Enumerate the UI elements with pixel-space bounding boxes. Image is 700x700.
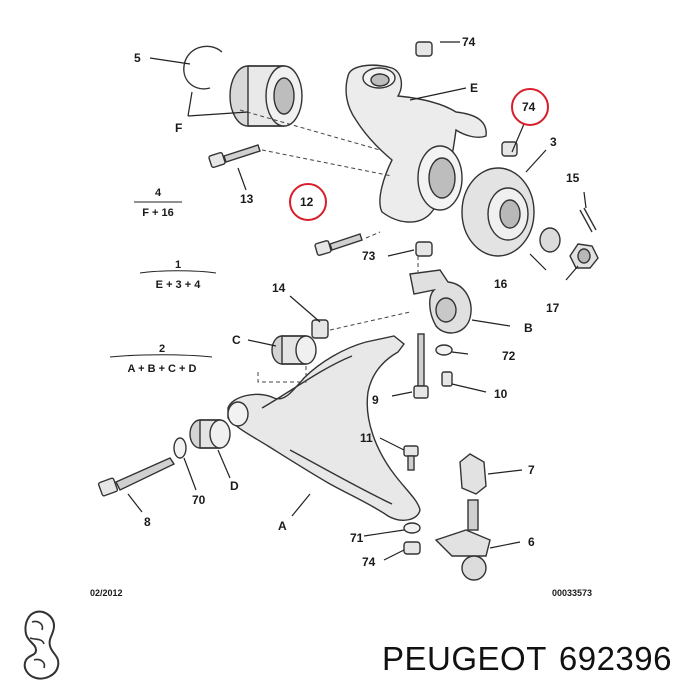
fraction-bottom: A + B + C + D — [128, 363, 197, 375]
callout-74-circled: 74 — [522, 100, 536, 114]
bolt-10-part — [441, 371, 453, 387]
callout-74-bottom: 74 — [362, 555, 376, 569]
callout-A: A — [278, 519, 287, 533]
bolt-12-part — [314, 233, 363, 256]
callout-16: 16 — [494, 277, 508, 291]
callout-C: C — [232, 333, 241, 347]
callout-F: F — [175, 121, 182, 135]
fraction-top: 2 — [159, 343, 165, 355]
assembly-group-1: 1 E + 3 + 4 — [139, 259, 217, 291]
fraction-bottom: E + 3 + 4 — [156, 279, 202, 291]
brand-part-number: PEUGEOT 692396 — [382, 640, 684, 678]
bolt-13-part — [208, 144, 261, 169]
steering-knuckle-part — [345, 64, 487, 223]
leader-lines — [127, 41, 587, 561]
parts-layer — [97, 41, 599, 581]
assembly-group-4: 4 F + 16 — [134, 187, 182, 219]
lower-control-arm-part — [227, 335, 421, 521]
callout-73: 73 — [362, 249, 376, 263]
bolt-8-part — [97, 457, 176, 497]
assembly-lines — [239, 109, 419, 383]
part-number: 692396 — [558, 640, 672, 677]
diagram-reference: 00033573 — [552, 588, 592, 598]
diagram-date: 02/2012 — [90, 588, 123, 598]
brand-name: PEUGEOT — [382, 640, 547, 677]
callout-17: 17 — [546, 301, 560, 315]
peugeot-lion-logo — [23, 610, 60, 680]
nut-73-part — [415, 241, 433, 257]
hub-nut-17-part — [569, 243, 599, 269]
callout-D: D — [230, 479, 239, 493]
callout-15: 15 — [566, 171, 580, 185]
callout-13: 13 — [240, 192, 254, 206]
bolt-9-part — [413, 333, 429, 399]
ball-joint-6-part — [434, 499, 491, 581]
callout-74: 74 — [462, 35, 476, 49]
cotter-pin-15-part — [579, 207, 597, 233]
washer-71-part — [403, 522, 421, 534]
washer-72-part — [435, 344, 453, 356]
highlight-ring-12 — [289, 183, 327, 221]
callout-11: 11 — [360, 431, 373, 445]
clamp-7-part — [459, 453, 487, 495]
callout-6: 6 — [528, 535, 535, 549]
fraction-bottom: F + 16 — [142, 207, 174, 219]
callout-70: 70 — [192, 493, 206, 507]
bush-14-part — [311, 319, 329, 339]
callout-8: 8 — [144, 515, 151, 529]
highlight-ring-74 — [511, 88, 549, 126]
callout-labels: 5 74 E 74 F 3 13 15 12 73 16 17 14 B C 7… — [134, 35, 580, 569]
callout-72: 72 — [502, 349, 516, 363]
callout-9: 9 — [372, 393, 379, 407]
circlip-part — [183, 45, 223, 90]
callout-E: E — [470, 81, 478, 95]
callout-7: 7 — [528, 463, 535, 477]
front-bush-d-part — [189, 419, 231, 449]
callout-10: 10 — [494, 387, 508, 401]
bolt-11-part — [403, 445, 419, 471]
wheel-bearing-part — [229, 65, 303, 127]
callout-3: 3 — [550, 135, 557, 149]
front-bush-c-part — [271, 335, 317, 365]
wheel-hub-part — [461, 167, 535, 257]
fraction-top: 1 — [175, 259, 181, 271]
callout-5: 5 — [134, 51, 141, 65]
nut-74-part — [501, 141, 518, 157]
nut-74-top-part — [415, 41, 433, 57]
washer-16-part — [539, 227, 561, 253]
callout-71: 71 — [350, 531, 364, 545]
fraction-top: 4 — [155, 187, 162, 199]
assembly-group-2: 2 A + B + C + D — [109, 343, 213, 375]
callout-B: B — [524, 321, 533, 335]
callout-12-circled: 12 — [300, 195, 314, 209]
washer-70-part — [173, 437, 187, 459]
callout-14: 14 — [272, 281, 286, 295]
nut-74-bottom-part — [403, 541, 421, 555]
